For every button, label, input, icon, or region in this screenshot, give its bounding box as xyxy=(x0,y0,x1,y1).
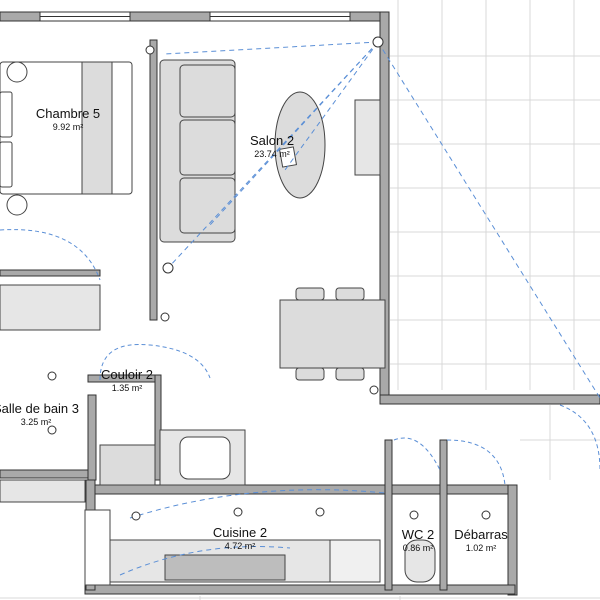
room-area: 1.02 m² xyxy=(465,543,497,553)
toilet xyxy=(404,539,436,583)
furniture xyxy=(0,59,436,586)
electrical-symbols xyxy=(47,36,491,521)
room-label-salle-de-bain-3: Salle de bain 3 3.25 m² xyxy=(0,401,79,427)
room-name: Salon 2 xyxy=(249,133,295,148)
room-name: Cuisine 2 xyxy=(212,525,268,540)
room-name: Couloir 2 xyxy=(100,367,154,382)
room-area: 23.74 m² xyxy=(254,149,290,159)
bathtub xyxy=(0,284,101,331)
room-name: WC 2 xyxy=(401,527,435,542)
nightstand-lamp xyxy=(6,61,28,83)
room-label-debarras: Débarras 1.02 m² xyxy=(454,527,507,553)
room-area: 3.25 m² xyxy=(20,417,52,427)
dining-table xyxy=(279,299,386,369)
room-name: Salle de bain 3 xyxy=(0,401,80,416)
room-label-cuisine-2: Cuisine 2 4.72 m² xyxy=(213,525,267,551)
room-area: 1.35 m² xyxy=(111,383,143,393)
room-label-salon-2: Salon 2 23.74 m² xyxy=(250,133,294,159)
room-area: 9.92 m² xyxy=(52,122,84,132)
room-label-chambre-5: Chambre 5 9.92 m² xyxy=(36,106,100,132)
room-name: Chambre 5 xyxy=(35,106,101,121)
room-area: 4.72 m² xyxy=(224,541,256,551)
room-label-couloir-2: Couloir 2 1.35 m² xyxy=(101,367,153,393)
washbasin xyxy=(179,436,231,480)
room-area: 0.86 m² xyxy=(402,543,434,553)
electrical-wiring xyxy=(119,41,600,576)
room-name: Débarras xyxy=(454,527,508,542)
room-label-wc-2: WC 2 0.86 m² xyxy=(402,527,435,553)
windows xyxy=(39,11,351,22)
rug xyxy=(274,91,326,199)
